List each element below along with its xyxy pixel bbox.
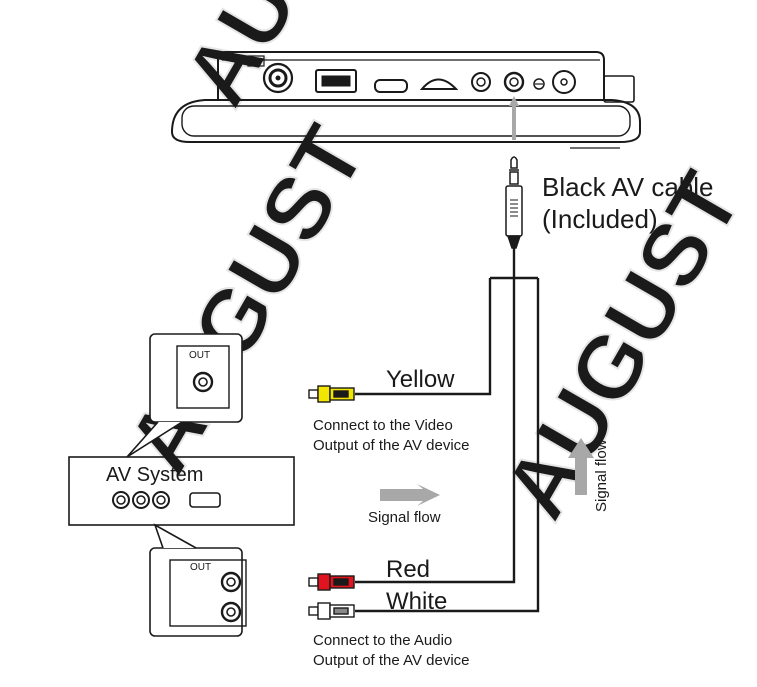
portable-tv-side-panel [170,51,641,149]
antenna-port-icon [262,62,294,94]
av-input-jack-icon [503,71,525,93]
yellow-rca-plug-icon [308,385,355,403]
rca-jack-icon [112,491,130,509]
signal-flow-arrow-right [380,484,440,506]
video-out-jack-icon [192,371,214,393]
hdmi-port-icon [374,79,408,93]
signal-flow-arrow-up [568,438,594,495]
white-rca-plug-icon [308,602,355,620]
card-slot-icon [419,78,459,90]
cable-label-line1: Black AV cable [542,172,714,202]
av-system-label: AV System [106,464,203,486]
cable-label-line2: (Included) [542,204,658,234]
red-label: Red [386,556,430,583]
av-system-ports [112,371,242,623]
audio-out-jack-icon [220,571,242,593]
yellow-label: Yellow [386,366,455,393]
rca-jack-icon [132,491,150,509]
av-cable-wires [355,248,540,613]
red-rca-plug-icon [308,573,355,591]
mini-jack-plug-icon [505,156,523,249]
button-icon [533,78,545,90]
audio-note-line1: Connect to the Audio [313,632,452,649]
audio-out-jack-icon [220,601,242,623]
audio-note-line2: Output of the AV device [313,652,470,669]
watermark-logo-1: AUGUST [165,0,442,122]
panel-ports [262,62,576,94]
earphone-jack-icon [471,72,491,92]
white-label: White [386,588,447,615]
input-arrow [509,96,519,140]
video-note-line1: Connect to the Video [313,417,453,434]
usb-port-icon [315,69,357,93]
rca-jack-icon [152,491,170,509]
dc-power-jack-icon [552,70,576,94]
out-label-bottom: OUT [190,562,211,573]
hdmi-port-icon [189,492,221,508]
video-note-line2: Output of the AV device [313,437,470,454]
signal-flow-label-vertical: Signal flow [593,439,610,512]
signal-flow-label-horizontal: Signal flow [368,509,441,526]
out-label-top: OUT [189,350,210,361]
